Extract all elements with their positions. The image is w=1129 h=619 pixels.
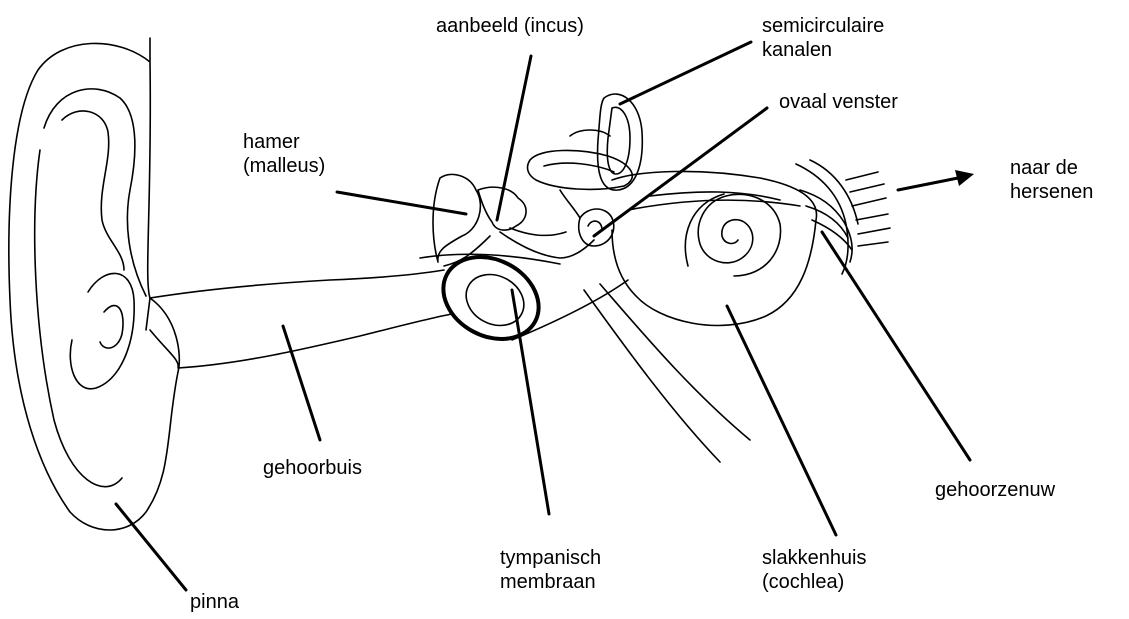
malleus [433, 174, 480, 262]
label-cochlea: slakkenhuis (cochlea) [762, 546, 867, 594]
antihelix-inner [35, 150, 122, 487]
label-semicircular-canals: semicirculaire kanalen [762, 14, 884, 62]
tympanic-membrane [429, 241, 553, 355]
arrow-to-brain-shaft [898, 178, 958, 190]
arrow-to-brain-head [955, 170, 974, 186]
auditory-nerve [800, 190, 852, 262]
ear-canal-lower [150, 314, 452, 368]
label-incus: aanbeeld (incus) [436, 14, 584, 38]
antitragus [100, 306, 123, 349]
cochlea-spiral [698, 194, 780, 276]
cochlea-outer [685, 194, 724, 266]
leader-semicircular [620, 42, 751, 104]
ear-canal-upper [150, 270, 444, 298]
inner-ear-body [612, 171, 817, 325]
label-to-brain: naar de hersenen [1010, 156, 1093, 204]
leader-pinna [116, 504, 186, 590]
label-oval-window: ovaal venster [779, 90, 898, 114]
leader-malleus [337, 192, 466, 214]
leader-incus [497, 56, 531, 220]
leader-ear-canal [283, 326, 320, 440]
leader-tympanic [512, 290, 549, 514]
semicircular-horizontal [528, 150, 633, 189]
antihelix [62, 111, 124, 270]
leader-cochlea [727, 306, 836, 535]
label-tympanic-membrane: tympanisch membraan [500, 546, 601, 594]
concha [70, 273, 134, 388]
label-malleus: hamer (malleus) [243, 130, 325, 178]
label-ear-canal: gehoorbuis [263, 456, 362, 480]
semicircular-back [570, 130, 610, 136]
label-pinna: pinna [190, 590, 239, 614]
leader-auditory-nerve [822, 232, 970, 460]
oval-window [579, 209, 614, 246]
label-auditory-nerve: gehoorzenuw [935, 478, 1055, 502]
helix-fold [44, 89, 146, 296]
